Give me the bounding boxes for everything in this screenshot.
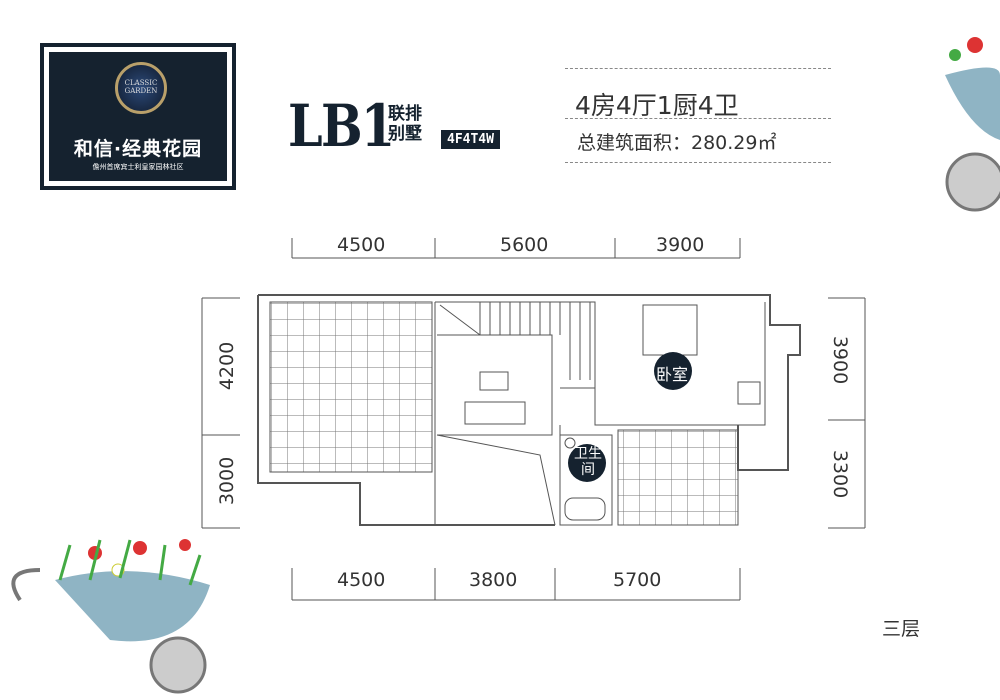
bathroom-label-line-1: 卫生 [574,446,602,462]
bedroom-walls [559,302,766,526]
bathroom-label-line-2: 间 [581,462,595,478]
project-logo: CLASSIC GARDEN 和信·经典花园 儋州首席宾士利皇家园林社区 [40,43,236,190]
flower-cart-icon [945,37,1000,212]
model-code: LB1 [288,92,395,160]
seal-text: CLASSIC GARDEN [124,79,158,95]
bathroom-marker [568,444,606,482]
type-line-1: 联排 [388,104,422,124]
bedroom-label: 卧室 [656,365,689,384]
project-tagline: 儋州首席宾士利皇家园林社区 [92,163,184,171]
room-count: 4房4厅1厨4卫 [575,91,739,120]
house-type: 联排 别墅 [388,104,422,144]
right-dimension-line [828,297,866,529]
toilet [564,437,576,449]
armchair [737,381,761,405]
dim-bottom-1: 4500 [337,569,386,591]
project-name: 和信·经典花园 [73,138,203,160]
divider [565,68,831,69]
dim-right-1: 3900 [829,335,852,385]
left-terrace [269,301,433,473]
logo-seal: CLASSIC GARDEN [115,62,167,114]
bathtub [564,497,606,521]
right-terrace [617,429,739,526]
dim-top-1: 4500 [337,234,386,256]
stair-living [434,301,596,470]
type-line-2: 别墅 [388,124,422,144]
dim-top-3: 3900 [656,234,705,256]
outer-wall [258,294,801,471]
floor-label: 三层 [882,618,921,640]
dim-top-2: 5600 [500,234,549,256]
dim-right-2: 3300 [829,449,852,499]
dim-left-2: 3000 [216,456,239,506]
layout-code-badge: 4F4T4W [441,130,500,149]
dim-left-1: 4200 [216,341,239,391]
bedroom-marker [654,352,692,390]
divider [565,162,831,163]
dim-bottom-2: 3800 [469,569,518,591]
bathroom-label: 卫生 间 [571,446,605,478]
coffee-table [479,371,509,391]
sofa [464,401,526,425]
bottom-dimension-line [291,568,741,601]
dim-bottom-3: 5700 [613,569,662,591]
top-dimension-line [291,238,741,259]
left-dimension-line [201,297,240,529]
flower-cart-icon [11,539,210,694]
total-area: 总建筑面积：280.29㎡ [577,132,777,154]
bed [642,304,698,356]
divider [565,118,831,119]
